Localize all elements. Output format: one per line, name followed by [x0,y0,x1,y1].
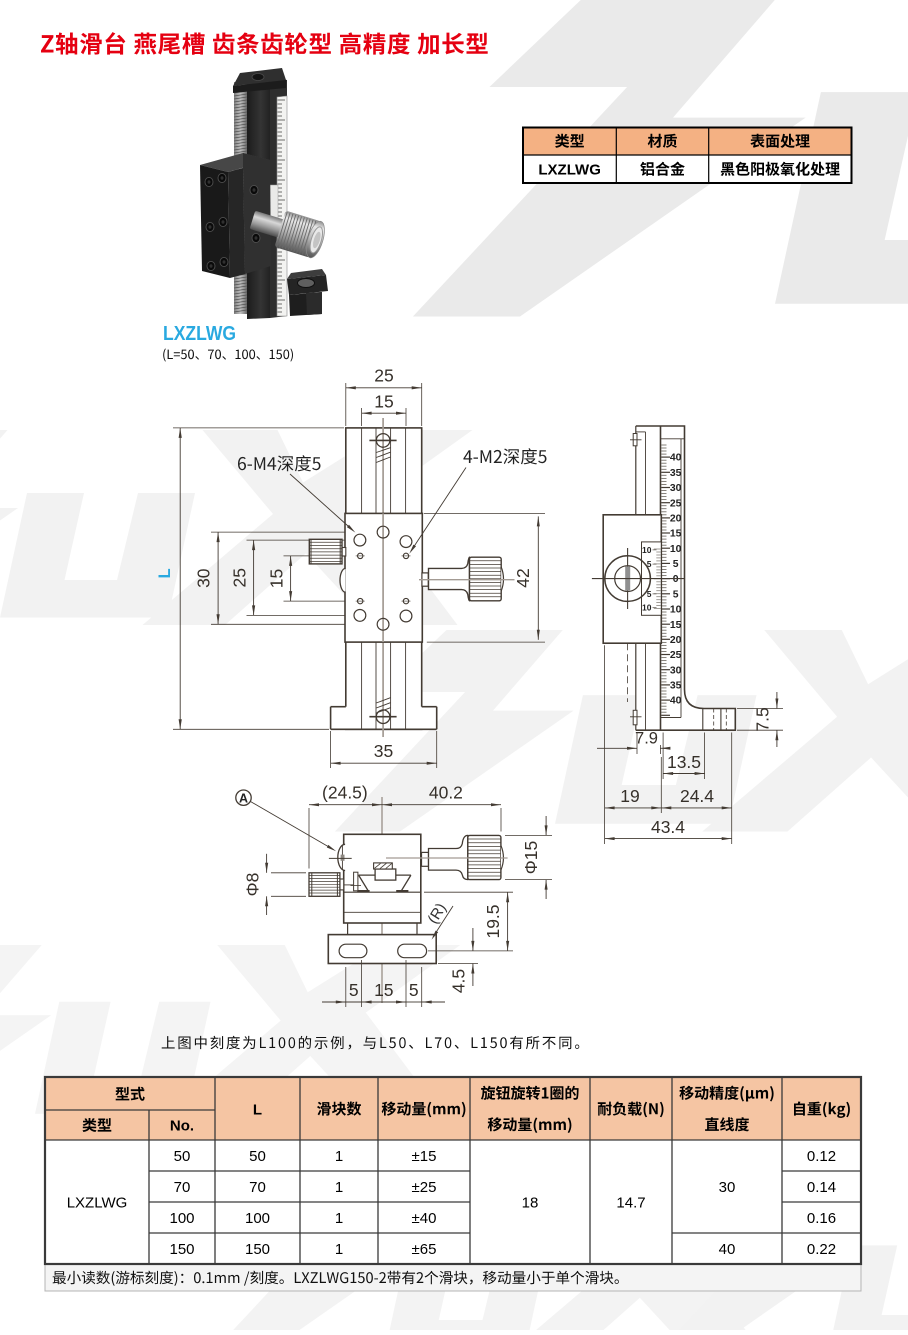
svg-text:35: 35 [670,468,682,479]
svg-text:0.12: 0.12 [807,1148,836,1165]
svg-text:30: 30 [670,665,682,676]
svg-text:7.5: 7.5 [753,707,773,731]
svg-text:20: 20 [670,514,682,525]
svg-text:35: 35 [670,681,682,692]
svg-text:30: 30 [719,1179,736,1196]
svg-text:14.7: 14.7 [616,1194,645,1211]
svg-text:L: L [156,568,174,578]
svg-text:0.16: 0.16 [807,1210,836,1227]
svg-text:10: 10 [670,544,682,555]
svg-text:40.2: 40.2 [429,783,463,803]
svg-text:1: 1 [335,1179,343,1196]
svg-text:43.4: 43.4 [651,817,685,837]
svg-text:7.9: 7.9 [635,730,658,748]
svg-text:24.4: 24.4 [680,786,714,806]
svg-text:5: 5 [349,980,359,1000]
svg-text:150: 150 [245,1241,270,1258]
svg-text:5: 5 [647,589,652,599]
svg-text:5: 5 [409,980,419,1000]
svg-text:10: 10 [642,602,652,612]
svg-text:(24.5): (24.5) [322,783,368,803]
svg-text:5: 5 [673,559,679,570]
svg-text:35: 35 [374,741,393,761]
svg-text:LXZLWG: LXZLWG [163,322,236,345]
svg-text:5: 5 [673,589,679,600]
svg-text:4.5: 4.5 [449,969,469,993]
svg-text:L: L [253,1101,262,1118]
svg-text:LXZLWG: LXZLWG [67,1194,128,1211]
svg-text:19.5: 19.5 [483,904,503,938]
svg-text:50: 50 [249,1148,266,1165]
svg-text:0.22: 0.22 [807,1241,836,1258]
svg-text:Φ8: Φ8 [243,873,263,897]
svg-text:18: 18 [522,1194,539,1211]
svg-text:±65: ±65 [412,1241,437,1258]
svg-text:LXZLWG: LXZLWG [538,162,601,179]
svg-text:40: 40 [670,696,682,707]
svg-text:±15: ±15 [412,1148,437,1165]
svg-text:40: 40 [719,1241,736,1258]
svg-text:30: 30 [670,483,682,494]
svg-text:15: 15 [374,391,393,411]
svg-text:20: 20 [670,635,682,646]
svg-text:13.5: 13.5 [667,752,701,772]
svg-text:15: 15 [670,529,682,540]
svg-text:25: 25 [670,650,682,661]
svg-text:15: 15 [267,569,287,588]
svg-text:1: 1 [335,1210,343,1227]
svg-text:42: 42 [513,568,533,587]
svg-text:15: 15 [374,980,393,1000]
svg-text:±25: ±25 [412,1179,437,1196]
svg-text:19: 19 [620,786,639,806]
svg-text:40: 40 [670,453,682,464]
svg-text:0.14: 0.14 [807,1179,836,1196]
svg-text:15: 15 [670,620,682,631]
svg-text:Φ15: Φ15 [521,841,541,874]
svg-text:25: 25 [230,568,250,587]
svg-text:25: 25 [374,366,393,386]
svg-text:10: 10 [670,605,682,616]
svg-text:100: 100 [169,1210,194,1227]
svg-text:1: 1 [335,1148,343,1165]
svg-text:50: 50 [174,1148,191,1165]
svg-text:70: 70 [249,1179,266,1196]
svg-text:30: 30 [194,568,214,588]
svg-text:70: 70 [174,1179,191,1196]
svg-text:10: 10 [642,545,652,555]
svg-text:5: 5 [647,559,652,569]
svg-text:150: 150 [169,1241,194,1258]
svg-text:25: 25 [670,498,682,509]
svg-text:0: 0 [673,574,679,585]
svg-text:No.: No. [170,1118,194,1135]
svg-text:100: 100 [245,1210,270,1227]
svg-text:±40: ±40 [412,1210,437,1227]
svg-text:1: 1 [335,1241,343,1258]
svg-text:A: A [239,791,248,805]
